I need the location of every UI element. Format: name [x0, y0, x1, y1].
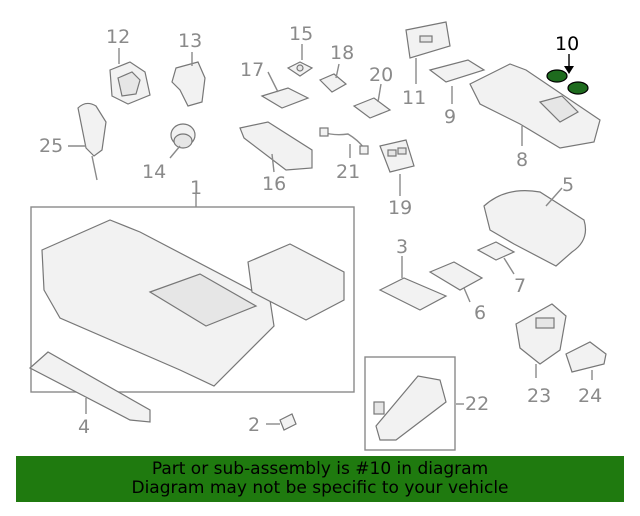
callout-23[interactable]: 23 — [527, 385, 551, 407]
part-10[interactable] — [546, 69, 589, 95]
part-21[interactable] — [319, 127, 369, 155]
part-13[interactable] — [171, 61, 206, 107]
part-15[interactable] — [286, 61, 314, 77]
part-18[interactable] — [318, 73, 348, 93]
callout-9[interactable]: 9 — [444, 106, 456, 128]
callout-25[interactable]: 25 — [39, 135, 63, 157]
callout-20[interactable]: 20 — [369, 64, 393, 86]
part-22[interactable] — [373, 375, 447, 441]
part-14[interactable] — [170, 123, 196, 149]
callout-3[interactable]: 3 — [396, 236, 408, 258]
part-20[interactable] — [352, 97, 392, 119]
part-4[interactable] — [28, 351, 151, 423]
callout-14[interactable]: 14 — [142, 161, 166, 183]
part-16[interactable] — [239, 121, 313, 171]
part-19[interactable] — [379, 139, 415, 173]
part-1[interactable] — [41, 219, 345, 387]
callout-6[interactable]: 6 — [474, 302, 486, 324]
banner-background — [16, 456, 624, 502]
callout-22[interactable]: 22 — [465, 393, 489, 415]
callout-7[interactable]: 7 — [514, 275, 526, 297]
assembly-22-frame — [364, 356, 456, 451]
part-24[interactable] — [565, 341, 607, 373]
callout-24[interactable]: 24 — [578, 385, 602, 407]
callout-18[interactable]: 18 — [330, 42, 354, 64]
part-8[interactable] — [469, 63, 601, 149]
part-3[interactable] — [378, 277, 448, 311]
part-2[interactable] — [279, 413, 297, 431]
callout-19[interactable]: 19 — [388, 197, 412, 219]
callout-4[interactable]: 4 — [78, 416, 90, 438]
callout-11[interactable]: 11 — [402, 87, 426, 109]
callout-21[interactable]: 21 — [336, 161, 360, 183]
part-9[interactable] — [428, 59, 486, 83]
callout-16[interactable]: 16 — [262, 173, 286, 195]
part-5[interactable] — [483, 190, 587, 267]
part-23[interactable] — [515, 303, 567, 365]
callout-5[interactable]: 5 — [562, 174, 574, 196]
part-25[interactable] — [77, 102, 107, 181]
banner-line-2: Diagram may not be specific to your vehi… — [131, 478, 509, 498]
part-7[interactable] — [476, 241, 516, 261]
part-11[interactable] — [405, 21, 451, 59]
callout-8[interactable]: 8 — [516, 149, 528, 171]
callout-13[interactable]: 13 — [178, 30, 202, 52]
callout-12[interactable]: 12 — [106, 26, 130, 48]
callout-17[interactable]: 17 — [240, 59, 264, 81]
part-12[interactable] — [109, 61, 151, 105]
callout-2[interactable]: 2 — [248, 414, 260, 436]
callout-10[interactable]: 10 — [555, 33, 579, 55]
callout-15[interactable]: 15 — [289, 23, 313, 45]
part-6[interactable] — [428, 261, 484, 291]
banner-line-1: Part or sub-assembly is #10 in diagram — [151, 459, 489, 479]
assembly-1-frame — [30, 206, 355, 393]
part-17[interactable] — [260, 87, 310, 109]
callout-1[interactable]: 1 — [190, 177, 202, 199]
info-banner: Part or sub-assembly is #10 in diagram D… — [16, 456, 624, 502]
